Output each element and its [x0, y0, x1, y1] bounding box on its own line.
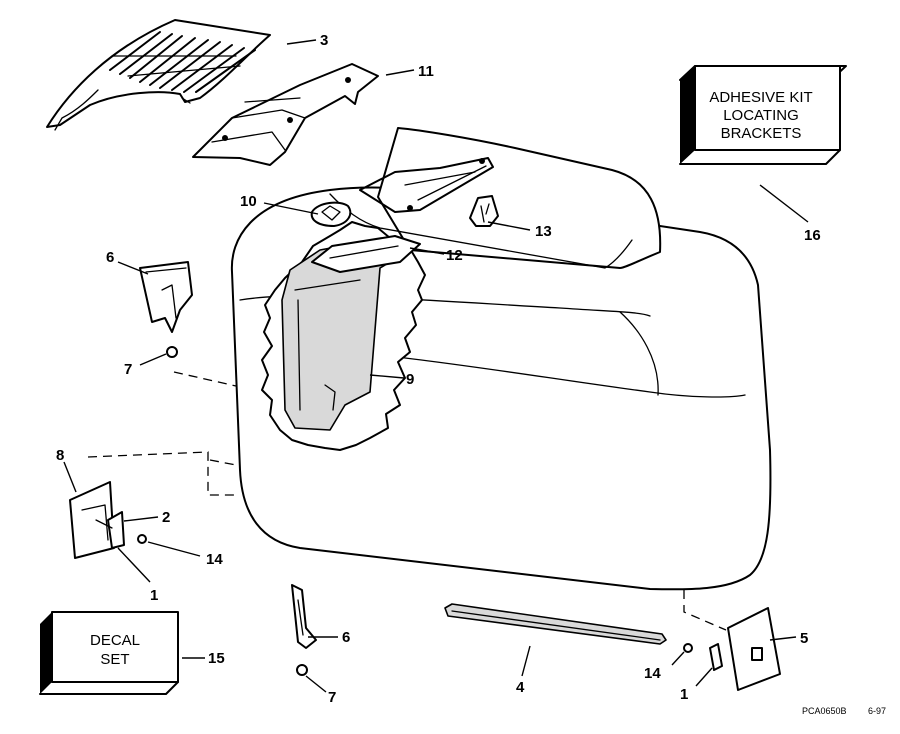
air-intake-grille	[46, 19, 271, 131]
latch-bracket-lower	[291, 584, 317, 676]
callout-16: 16	[804, 227, 821, 244]
callout-14-right: 14	[644, 665, 661, 682]
callout-6-upper: 6	[106, 249, 114, 266]
callout-7-upper: 7	[124, 361, 132, 378]
callout-4: 4	[516, 679, 525, 696]
callout-7-lower: 7	[328, 689, 336, 706]
decal-set-box: DECAL SET	[39, 611, 179, 695]
callout-14-left: 14	[206, 551, 223, 568]
decal-text-1: DECAL	[90, 632, 140, 649]
callout-1-left: 1	[150, 587, 158, 604]
callout-8: 8	[56, 447, 64, 464]
callout-2: 2	[162, 509, 170, 526]
adhesive-kit-text-1: ADHESIVE KIT	[709, 89, 812, 106]
callout-3: 3	[320, 32, 328, 49]
callout-13: 13	[535, 223, 552, 240]
callout-12: 12	[446, 247, 463, 264]
callout-11: 11	[418, 63, 434, 80]
callout-1-right: 1	[680, 686, 688, 703]
adhesive-kit-text-3: BRACKETS	[721, 125, 802, 142]
leader-lines	[63, 39, 809, 693]
air-duct	[192, 63, 379, 166]
latch-assembly-right	[683, 607, 781, 691]
adhesive-kit-box: ADHESIVE KIT LOCATING BRACKETS	[679, 65, 847, 165]
callout-9: 9	[406, 371, 414, 388]
engine-cowl	[87, 127, 772, 631]
adhesive-kit-text-2: LOCATING	[723, 107, 799, 124]
callout-5: 5	[800, 630, 808, 647]
latch-assembly-left	[69, 481, 147, 559]
grille-slots	[109, 31, 256, 93]
drawing-date: 6-97	[868, 706, 886, 716]
latch-bracket-upper	[139, 261, 193, 358]
callout-10: 10	[240, 193, 257, 210]
callout-6-lower: 6	[342, 629, 350, 646]
decal-text-2: SET	[100, 651, 129, 668]
drawing-code: PCA0650B	[802, 706, 847, 716]
callout-15: 15	[208, 650, 225, 667]
trim-strip	[444, 603, 667, 645]
callout-numbers: 3 11 10 13 12 9 6 7 8 2 14 1 6 7 15 4 5 …	[56, 32, 821, 706]
